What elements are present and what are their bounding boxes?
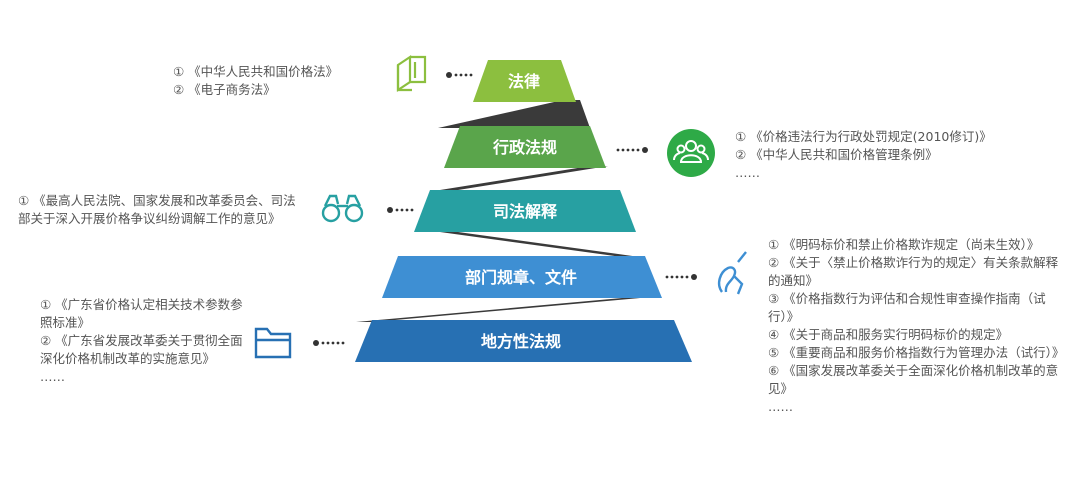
local-item-1: ① 《广东省价格认定相关技术参数参照标准》 [40, 297, 243, 330]
hand-pen-icon [717, 251, 747, 295]
local-item-2: ② 《广东省发展改革委关于贯彻全面深化价格机制改革的实施意见》 [40, 333, 243, 366]
tier-4: 部门规章、文件 [382, 256, 662, 298]
law-item-1: ① 《中华人民共和国价格法》 [173, 64, 339, 79]
connector-local [313, 340, 345, 346]
tier-3: 司法解释 [414, 190, 636, 232]
zigzag-band [356, 100, 640, 322]
connector-law [446, 72, 473, 78]
local-item-ellipsis: …… [40, 369, 65, 384]
dept-item-2: ② 《关于〈禁止价格欺诈行为的规定〉有关条款解释的通知》 [768, 255, 1059, 288]
judicial-item-1: ① 《最高人民法院、国家发展和改革委员会、司法部关于深入开展价格争议纠纷调解工作… [18, 193, 296, 226]
tier-label-law: 法律 [508, 72, 540, 91]
dept-item-1: ① 《明码标价和禁止价格欺诈规定（尚未生效）》 [768, 237, 1040, 252]
folder-icon [254, 327, 292, 359]
dept-item-6: ⑥ 《国家发展改革委关于全面深化价格机制改革的意见》 [768, 363, 1059, 396]
book-icon [396, 54, 427, 93]
tier-label-department-rules: 部门规章、文件 [465, 268, 577, 287]
tier-label-admin-regulations: 行政法规 [492, 138, 557, 157]
admin-item-1: ① 《价格违法行为行政处罚规定(2010修订)》 [735, 129, 992, 144]
law-item-2: ② 《电子商务法》 [173, 82, 276, 97]
law-note: ① 《中华人民共和国价格法》 ② 《电子商务法》 [173, 63, 393, 99]
local-note: ① 《广东省价格认定相关技术参数参照标准》 ② 《广东省发展改革委关于贯彻全面深… [40, 296, 250, 386]
dept-item-4: ④ 《关于商品和服务实行明码标价的规定》 [768, 327, 1009, 342]
users-circle-icon [667, 129, 715, 177]
tier-2: 行政法规 [444, 126, 606, 168]
admin-item-ellipsis: …… [735, 165, 760, 180]
tier-label-judicial-interpretation: 司法解释 [493, 202, 558, 221]
connector-judicial [387, 207, 414, 213]
dept-note: ① 《明码标价和禁止价格欺诈规定（尚未生效）》 ② 《关于〈禁止价格欺诈行为的规… [768, 236, 1065, 416]
dept-item-3: ③ 《价格指数行为评估和合规性审查操作指南（试行）》 [768, 291, 1046, 324]
dept-item-ellipsis: …… [768, 399, 793, 414]
connector-admin [616, 147, 648, 153]
admin-note: ① 《价格违法行为行政处罚规定(2010修订)》 ② 《中华人民共和国价格管理条… [735, 128, 1065, 182]
admin-item-2: ② 《中华人民共和国价格管理条例》 [735, 147, 938, 162]
judicial-note: ① 《最高人民法院、国家发展和改革委员会、司法部关于深入开展价格争议纠纷调解工作… [18, 192, 303, 228]
tier-1: 法律 [473, 60, 576, 102]
binoculars-icon [321, 194, 364, 223]
connector-dept [665, 274, 697, 280]
dept-item-5: ⑤ 《重要商品和服务价格指数行为管理办法（试行）》 [768, 345, 1065, 360]
tier-label-local-regulations: 地方性法规 [481, 332, 561, 351]
tier-5: 地方性法规 [355, 320, 692, 362]
